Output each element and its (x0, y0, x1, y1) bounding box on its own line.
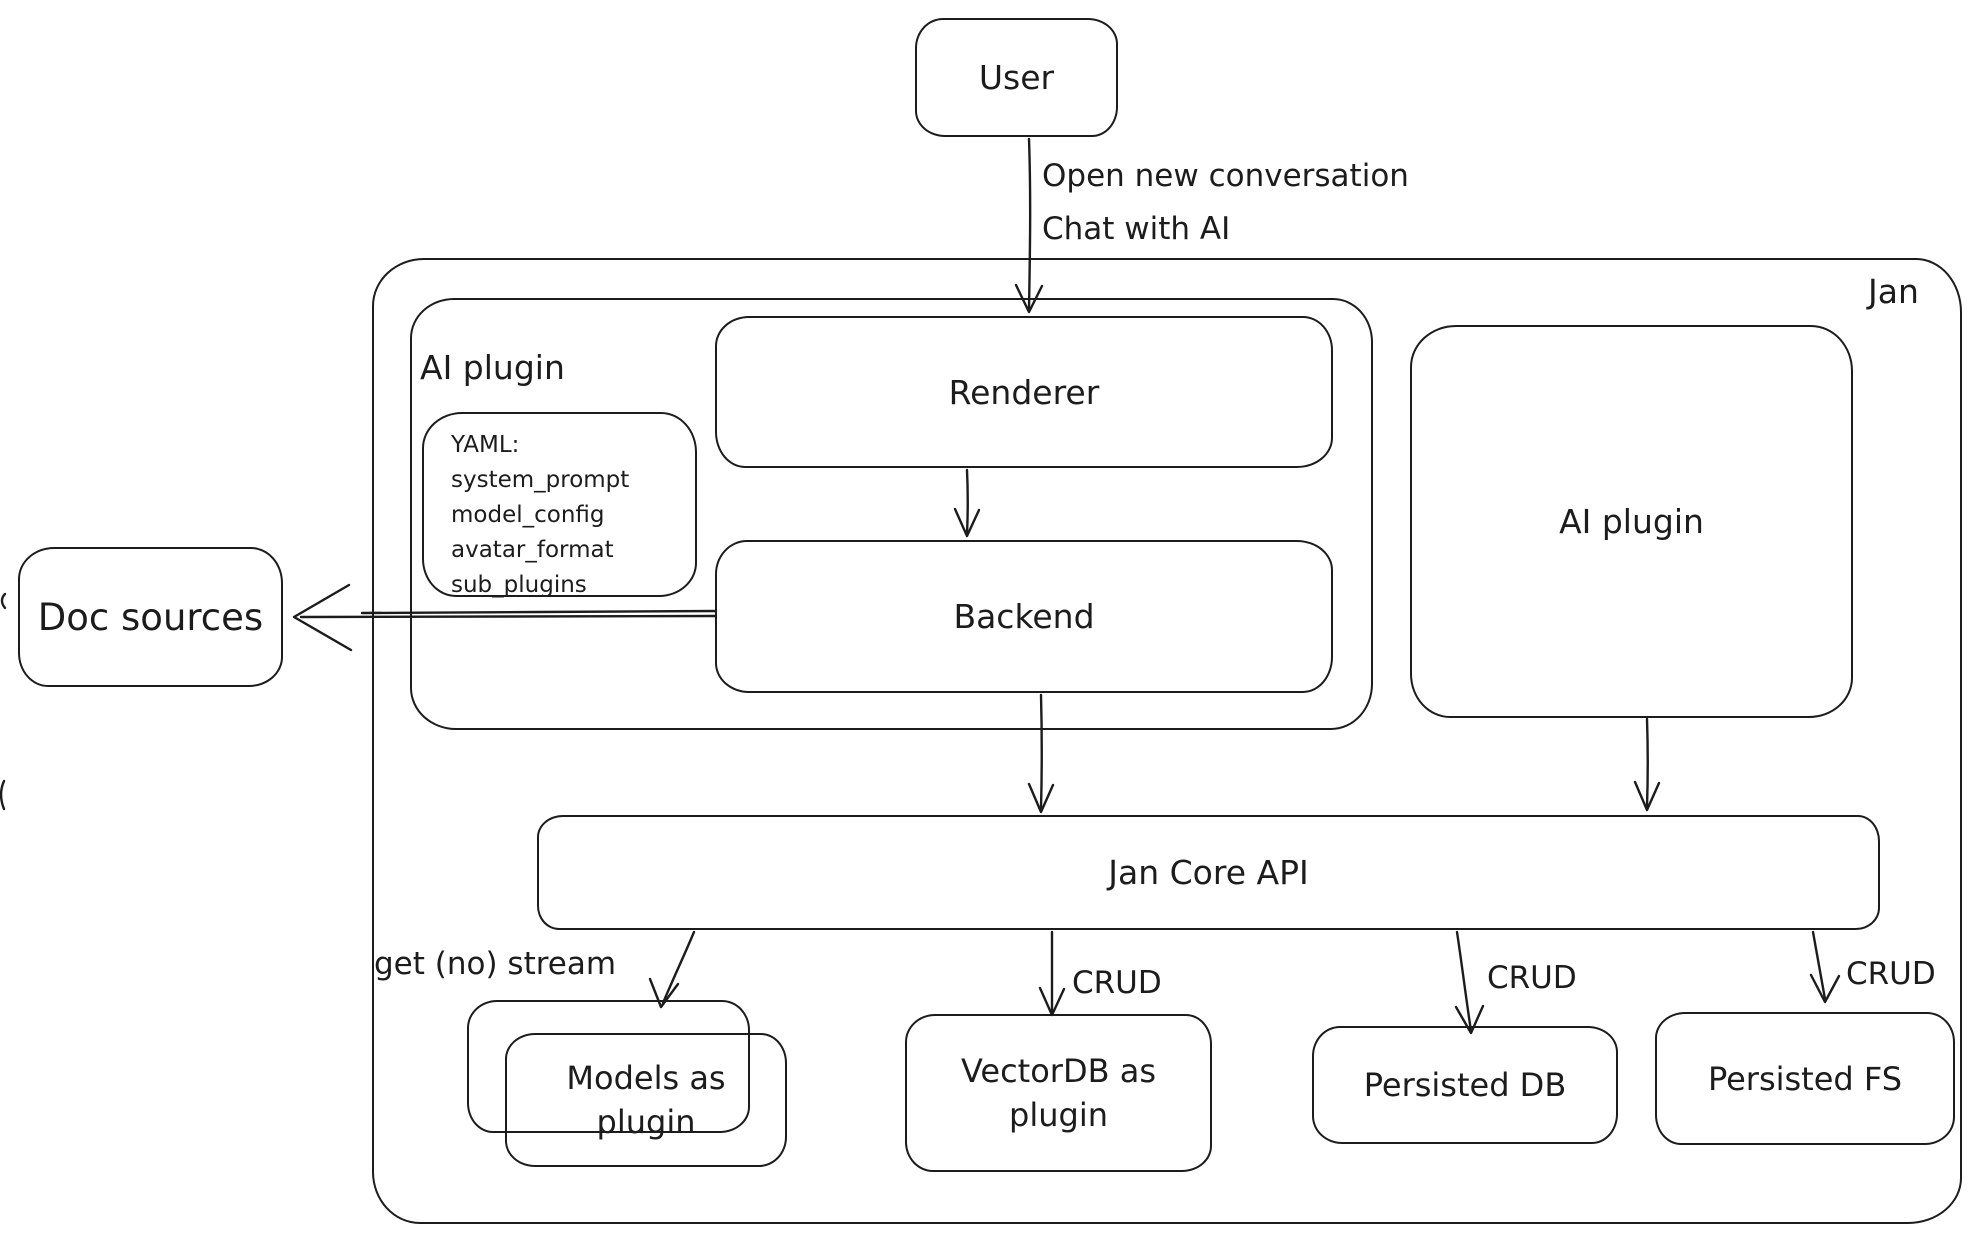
edge-label-user-line2: Chat with AI (1042, 211, 1231, 247)
edge-label-crud-vectordb: CRUD (1072, 965, 1162, 1001)
edge-label-user-line1: Open new conversation (1042, 158, 1409, 194)
node-jan-core-api: Jan Core API (537, 815, 1880, 930)
node-models-as-plugin: Models as plugin (505, 1033, 787, 1167)
node-models-as-plugin-shadow (467, 1000, 750, 1133)
yaml-note-line: system_prompt (451, 467, 630, 493)
node-persisted-fs: Persisted FS (1655, 1012, 1955, 1145)
container-jan-label: Jan (1868, 272, 1919, 311)
arrowhead-backend-to-docsources (292, 583, 353, 652)
container-jan (372, 258, 1962, 1224)
node-persisted-fs-label: Persisted FS (1707, 1059, 1903, 1098)
node-user-label: User (978, 58, 1055, 97)
yaml-note-line: model_config (451, 502, 605, 528)
edge-label-get-stream: get (no) stream (374, 946, 617, 982)
node-persisted-db-label: Persisted DB (1363, 1066, 1567, 1104)
node-ai-plugin: AI plugin (1410, 325, 1853, 718)
edge-label-user-to-renderer: Open new conversation Chat with AI (1042, 150, 1409, 256)
yaml-note-line: avatar_format (451, 537, 614, 563)
node-vectordb-as-plugin-label: VectorDB as plugin (960, 1052, 1156, 1134)
node-renderer-label: Renderer (948, 372, 1100, 412)
node-vectordb-as-plugin: VectorDB as plugin (905, 1014, 1212, 1172)
edge-artifact-left-1 (0, 592, 7, 610)
edge-artifact-left-2 (0, 779, 6, 811)
container-ai-plugin-group (410, 298, 1373, 730)
yaml-note-line: YAML: (451, 432, 520, 458)
node-models-as-plugin-label: Models as plugin (566, 1059, 726, 1141)
node-backend: Backend (715, 540, 1333, 693)
node-jan-core-api-label: Jan Core API (1108, 853, 1309, 892)
node-persisted-db: Persisted DB (1312, 1026, 1618, 1144)
edge-label-crud-persisted-db: CRUD (1487, 960, 1577, 996)
node-doc-sources-label: Doc sources (37, 595, 264, 639)
ai-plugin-group-label: AI plugin (420, 348, 565, 387)
node-backend-label: Backend (953, 597, 1095, 636)
yaml-note-line: sub_plugins (451, 572, 587, 598)
node-renderer: Renderer (715, 316, 1333, 468)
node-doc-sources: Doc sources (18, 547, 283, 687)
node-user: User (915, 18, 1118, 137)
node-yaml-note: YAML: system_prompt model_config avatar_… (422, 412, 697, 598)
edge-label-crud-persisted-fs: CRUD (1846, 956, 1936, 992)
yaml-note-text: YAML: system_prompt model_config avatar_… (451, 428, 629, 603)
node-ai-plugin-label: AI plugin (1559, 502, 1704, 541)
